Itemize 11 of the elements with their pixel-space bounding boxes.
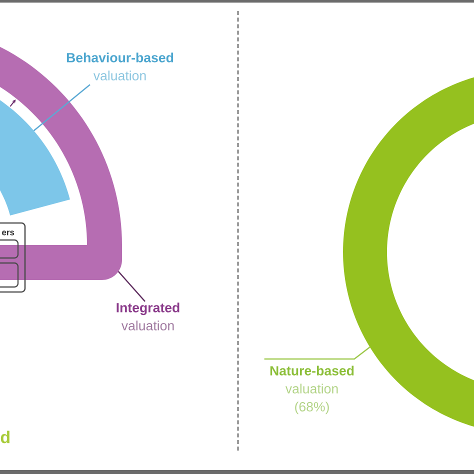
label-text: d: [0, 430, 10, 444]
item-box: [0, 262, 19, 288]
leader-line: [33, 84, 90, 132]
group-box: ers: [0, 222, 26, 293]
leader-line: [264, 346, 370, 360]
callout-label: Behaviour-based valuation: [66, 52, 174, 80]
callout-label: Integrated valuation: [116, 302, 180, 330]
leader-line: [118, 271, 146, 302]
item-box: [0, 239, 19, 259]
fan-sector: [0, 100, 70, 216]
callout-label: Nature-based valuation (68%): [270, 366, 354, 414]
